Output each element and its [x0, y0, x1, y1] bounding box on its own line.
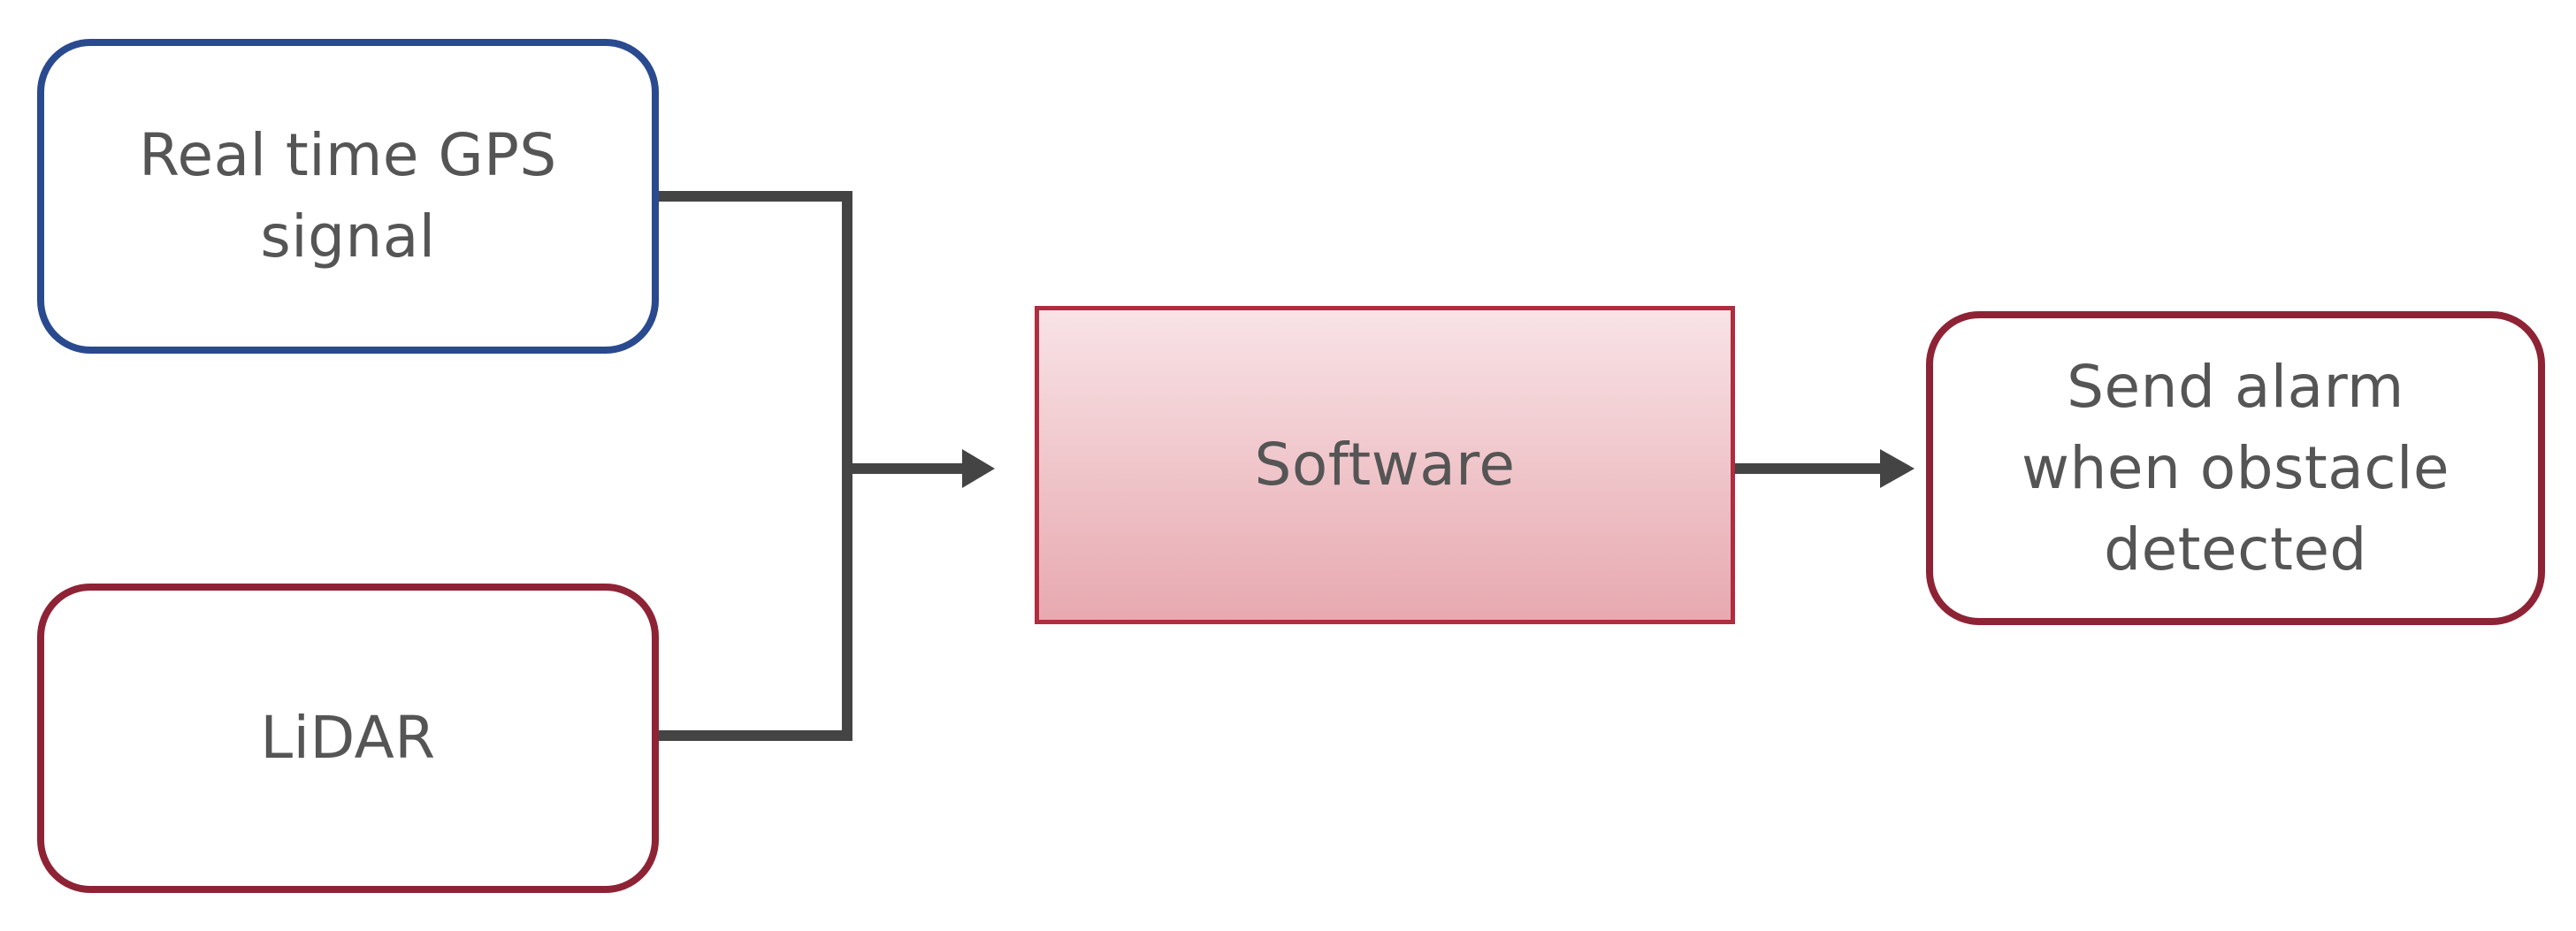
node-lidar: LiDAR — [37, 584, 659, 893]
node-software: Software — [1035, 306, 1735, 624]
node-send-alarm: Send alarm when obstacle detected — [1926, 311, 2545, 625]
node-alarm-line-2: when obstacle — [2022, 433, 2450, 502]
node-gps-line-1: Real time GPS — [139, 121, 557, 189]
node-alarm-line-1: Send alarm — [2067, 352, 2404, 421]
node-lidar-label: LiDAR — [260, 704, 436, 772]
arrowhead-alarm-icon — [1880, 449, 1915, 488]
edge-lidar-to-software — [659, 469, 852, 741]
node-gps-line-2: signal — [260, 202, 436, 271]
node-alarm-line-3: detected — [2104, 515, 2367, 584]
edge-gps-to-software — [659, 191, 852, 469]
node-gps-signal: Real time GPS signal — [37, 39, 659, 354]
node-software-label: Software — [1254, 431, 1516, 499]
arrowhead-software-icon — [962, 449, 995, 488]
